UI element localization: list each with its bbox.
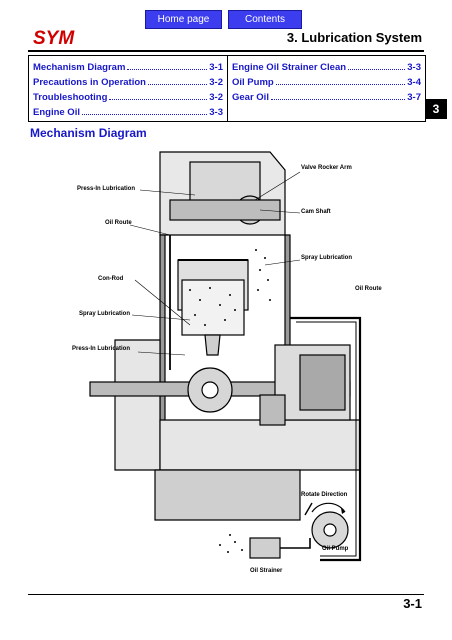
chapter-title: 3. Lubrication System [286,30,422,45]
toc-item-page: 3-4 [407,77,421,88]
toc-right-column: Engine Oil Strainer Clean 3-3 Oil Pump 3-4… [228,56,425,121]
label-rotate-direction: Rotate Direction [301,492,348,498]
lubrication-mechanism-diagram [89,151,362,562]
toc-item-label: Engine Oil [33,107,80,118]
label-spray-lubrication-left: Spray Lubrication [79,311,131,317]
label-oil-route-left: Oil Route [105,220,132,226]
label-cam-shaft: Cam Shaft [301,209,331,215]
toc-leader [275,84,406,85]
toc-item-label: Gear Oil [232,92,269,103]
toc-item-precautions[interactable]: Precautions in Operation 3-2 [33,73,223,88]
toc-item-page: 3-1 [209,62,223,73]
toc-item-label: Engine Oil Strainer Clean [232,62,347,73]
toc-item-gear-oil[interactable]: Gear Oil 3-7 [232,88,421,103]
toc-item-troubleshooting[interactable]: Troubleshooting 3-2 [33,88,223,103]
label-press-in-lubrication-top: Press-In Lubrication [77,186,136,192]
label-oil-route-right: Oil Route [355,286,382,292]
label-oil-strainer: Oil Strainer [250,568,283,574]
toc-left-column: Mechanism Diagram 3-1 Precautions in Oper… [29,56,228,121]
sym-logo: SYM [33,28,75,48]
toc-item-label: Oil Pump [232,77,274,88]
toc-item-label: Troubleshooting [33,92,108,103]
label-spray-lubrication-right: Spray Lubrication [301,255,353,261]
toc-leader [109,99,208,100]
home-page-button[interactable]: Home page [145,10,222,29]
footer-rule [28,594,424,595]
toc-leader [81,114,208,115]
label-con-rod: Con-Rod [98,276,124,282]
chapter-tab-marker: 3 [425,99,447,119]
toc-item-page: 3-3 [209,107,223,118]
toc-item-page: 3-2 [209,77,223,88]
table-of-contents: Mechanism Diagram 3-1 Precautions in Oper… [28,55,426,122]
toc-item-page: 3-2 [209,92,223,103]
toc-item-label: Precautions in Operation [33,77,146,88]
contents-button[interactable]: Contents [228,10,302,29]
toc-leader [127,69,208,70]
toc-item-label: Mechanism Diagram [33,62,126,73]
toc-item-strainer-clean[interactable]: Engine Oil Strainer Clean 3-3 [232,58,421,73]
header-rule [28,50,424,52]
label-oil-pump: Oil Pump [322,546,349,552]
toc-item-mechanism-diagram[interactable]: Mechanism Diagram 3-1 [33,58,223,73]
section-title: Mechanism Diagram [30,126,147,140]
toc-leader [147,84,208,85]
label-valve-rocker-arm: Valve Rocker Arm [301,165,352,171]
toc-item-page: 3-7 [407,92,421,103]
toc-item-oil-pump[interactable]: Oil Pump 3-4 [232,73,421,88]
toc-leader [270,99,406,100]
toc-leader [348,69,406,70]
toc-item-engine-oil[interactable]: Engine Oil 3-3 [33,103,223,118]
label-press-in-lubrication-bottom: Press-In Lubrication [72,346,131,352]
page-number: 3-1 [403,596,422,611]
toc-item-page: 3-3 [407,62,421,73]
svg-text:SYM: SYM [33,28,75,48]
